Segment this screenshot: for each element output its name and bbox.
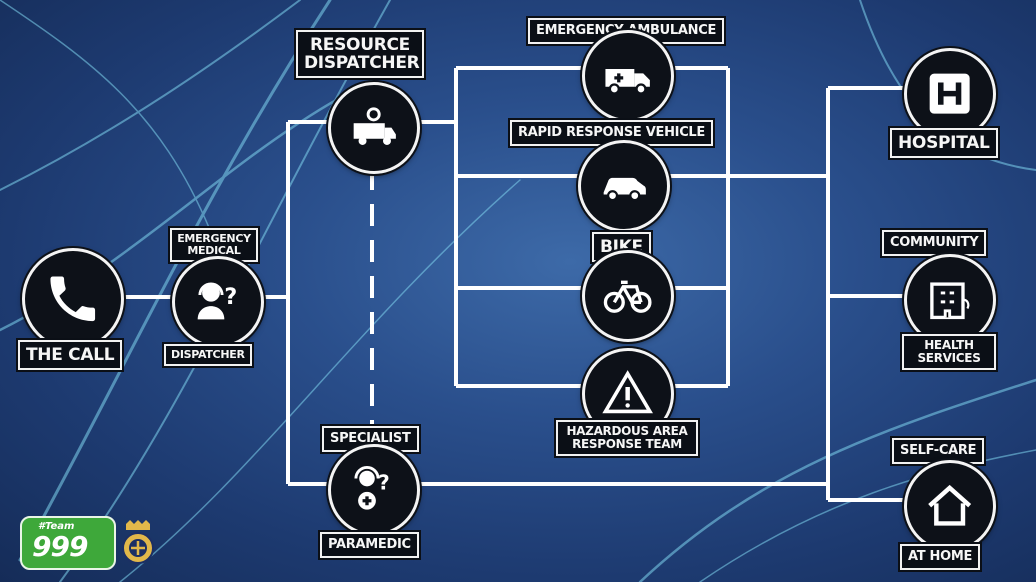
team-999-logo: #Team 999 xyxy=(20,512,160,572)
building-icon xyxy=(930,282,970,320)
the-call-label: THE CALL xyxy=(18,340,123,370)
rapid-response-vehicle-node xyxy=(578,140,670,232)
paramedic-label: PARAMEDIC xyxy=(320,532,419,558)
dispatcher-label: DISPATCHER xyxy=(164,344,252,366)
specialist-paramedic-node: ? xyxy=(328,444,420,536)
at-home-label: AT HOME xyxy=(900,544,981,570)
crest-icon xyxy=(122,520,154,564)
hospital-node xyxy=(904,48,996,140)
car-icon xyxy=(604,178,647,202)
bicycle-icon xyxy=(604,281,652,314)
phone-icon xyxy=(50,276,96,322)
hazardous-area-response-team-label: HAZARDOUS AREA RESPONSE TEAM xyxy=(556,420,698,456)
svg-text:?: ? xyxy=(225,284,238,310)
warning-icon xyxy=(602,370,654,414)
ambulance-icon xyxy=(605,69,651,95)
community-label: COMMUNITY xyxy=(882,230,987,256)
resource-dispatcher-node xyxy=(328,82,420,174)
self-care-at-home-node xyxy=(904,460,996,552)
resource-dispatcher-label: RESOURCE DISPATCHER xyxy=(296,30,424,78)
health-services-label: HEALTH SERVICES xyxy=(902,334,996,370)
hospital-icon xyxy=(930,74,970,114)
hospital-label: HOSPITAL xyxy=(890,128,998,158)
logo-number: 999 xyxy=(32,530,88,563)
bike-label: BIKE xyxy=(592,232,651,262)
self-care-label: SELF-CARE xyxy=(892,438,985,464)
headset-question-icon: ? xyxy=(354,466,390,510)
ambulance-dispatch-icon xyxy=(354,107,397,146)
logo-badge xyxy=(20,516,116,570)
bike-node xyxy=(582,250,674,342)
logo-tag: #Team xyxy=(38,521,75,532)
house-icon xyxy=(928,485,972,526)
the-call-node xyxy=(22,248,124,350)
headset-question-icon: ? xyxy=(198,282,238,320)
emergency-medical-dispatcher-node: ? xyxy=(172,256,264,348)
svg-text:?: ? xyxy=(378,471,390,495)
emergency-ambulance-node xyxy=(582,30,674,122)
community-health-services-node xyxy=(904,254,996,346)
